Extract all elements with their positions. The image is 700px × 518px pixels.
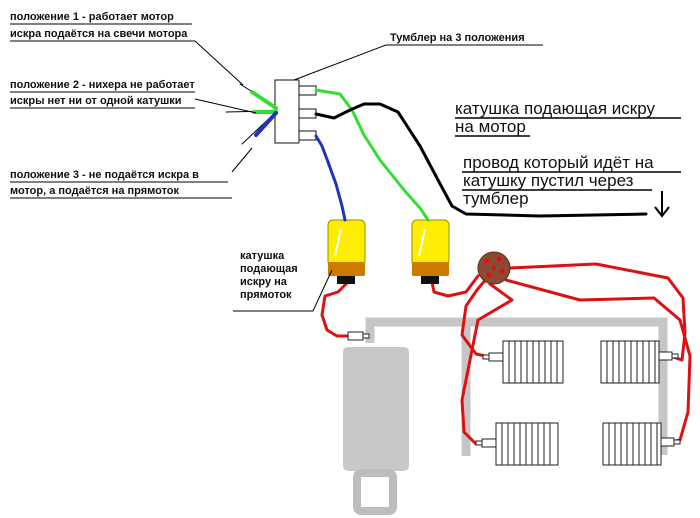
label-wire-note-line-2: катушку пустил через <box>463 171 634 190</box>
spark-plug-bottom-left <box>481 438 497 448</box>
cylinder-bottom-right <box>602 422 662 466</box>
label-coil-muffler-line-2: подающая <box>240 263 298 275</box>
label-wire-note-line-3: тумблер <box>463 189 529 208</box>
spark-plug-muffler <box>347 331 364 341</box>
text-labels: положение 1 - работает мотор искра подаё… <box>10 11 655 301</box>
spark-plug-top-right <box>658 351 673 361</box>
spark-plugs <box>347 331 681 448</box>
arrow-down-icon <box>654 191 670 218</box>
blue-wire-to-muffler-coil <box>314 134 347 222</box>
red-wire-coil-right-to-distributor <box>430 274 480 298</box>
label-position-3-line-2: мотор, а подаётся на прямоток <box>10 185 180 197</box>
cylinder-top-right <box>600 340 660 384</box>
cylinder-top-left <box>502 340 564 384</box>
red-wire-distributor-to-top-right-plug <box>508 262 687 362</box>
label-coil-muffler-line-3: искру на <box>240 276 288 288</box>
red-wire-distributor-to-bottom-right-plug <box>504 278 692 444</box>
label-position-1-line-1: положение 1 - работает мотор <box>10 11 174 23</box>
red-wire-distributor-to-top-left-plug <box>460 276 492 359</box>
ignition-coil-motor <box>411 219 450 284</box>
exhaust-pipe <box>365 317 668 455</box>
label-position-1-line-2: искра подаётся на свечи мотора <box>10 28 188 40</box>
ignition-coil-muffler <box>327 219 366 284</box>
red-wires <box>320 262 692 446</box>
distributor <box>477 251 511 285</box>
label-position-2-line-1: положение 2 - нихера не работает <box>10 79 195 91</box>
exhaust-system <box>343 317 668 515</box>
label-coil-motor-line-2: на мотор <box>455 117 526 136</box>
label-coil-muffler-line-4: прямоток <box>240 289 292 301</box>
red-wire-coil-left-to-muffler-plug <box>320 282 350 338</box>
red-wire-distributor-to-bottom-left-plug <box>460 282 514 446</box>
green-wire-to-motor-coil <box>314 88 430 222</box>
label-position-2-line-2: искры нет ни от одной катушки <box>10 95 182 107</box>
leader-lines <box>194 40 670 312</box>
switch-wires <box>314 88 648 222</box>
label-coil-motor-line-1: катушка подающая искру <box>455 99 655 118</box>
spark-plug-bottom-right <box>660 437 675 447</box>
label-wire-note-line-1: провод который идёт на <box>463 153 654 172</box>
label-underlines <box>10 23 681 199</box>
label-position-3-line-1: положение 3 - не подаётся искра в <box>10 169 199 181</box>
cylinder-bottom-left <box>495 422 559 466</box>
muffler-outlet <box>353 469 397 515</box>
switch-lever-arms <box>225 83 278 145</box>
black-wire-from-coil-supply <box>314 102 648 218</box>
spark-plug-top-left <box>488 352 504 362</box>
muffler-body <box>343 347 409 471</box>
toggle-switch <box>274 79 317 144</box>
label-coil-muffler-line-1: катушка <box>240 250 285 262</box>
label-toggle-switch: Тумблер на 3 положения <box>390 32 525 44</box>
